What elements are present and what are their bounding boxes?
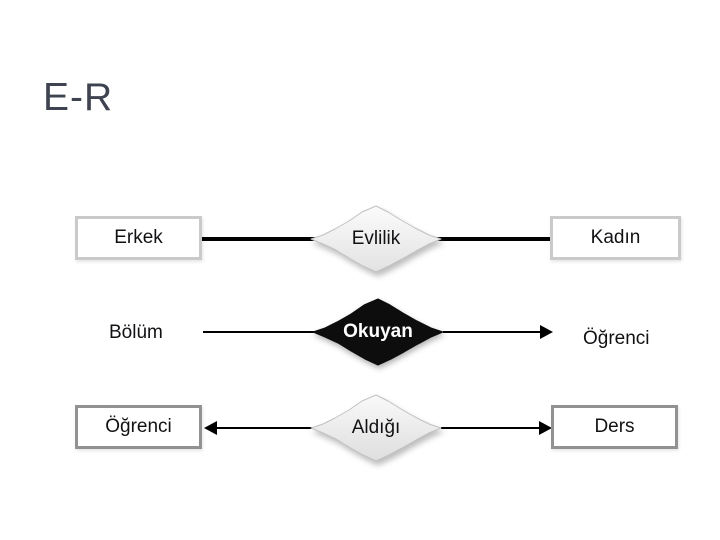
label-ogrenci-plain: Öğrenci — [583, 328, 650, 349]
relation-diamond-okuyan: Okuyan — [310, 295, 446, 369]
relation-label: Aldığı — [351, 417, 401, 438]
entity-box-erkek: Erkek — [75, 216, 202, 260]
entity-label: Ders — [594, 416, 635, 437]
diamond-shape — [312, 298, 444, 366]
label-bolum: Bölüm — [109, 322, 163, 343]
entity-label: Öğrenci — [105, 416, 172, 437]
entity-label: Erkek — [114, 227, 163, 248]
relation-label: Okuyan — [343, 321, 413, 342]
relation-diamond-evlilik: Evlilik — [308, 202, 444, 276]
entity-box-kadin: Kadın — [550, 216, 681, 260]
diamond-shape — [310, 205, 442, 273]
relation-label: Evlilik — [351, 228, 401, 249]
connector-aldigi-ders — [441, 427, 541, 429]
connector-bolum-okuyan — [203, 331, 319, 333]
connector-erkek-evlilik — [200, 237, 320, 241]
entity-box-ders: Ders — [551, 405, 678, 449]
arrowhead-right-icon — [539, 421, 552, 435]
arrowhead-left-icon — [204, 421, 217, 435]
page-title: E-R — [43, 76, 114, 119]
entity-box-ogrenci: Öğrenci — [75, 405, 202, 449]
connector-okuyan-ogrenci — [443, 331, 543, 333]
relation-diamond-aldigi: Aldığı — [308, 391, 444, 465]
arrowhead-right-icon — [540, 325, 553, 339]
connector-aldigi-ogrenci — [215, 427, 319, 429]
connector-evlilik-kadin — [434, 237, 552, 241]
diamond-shape — [310, 394, 442, 462]
entity-label: Kadın — [590, 227, 641, 248]
